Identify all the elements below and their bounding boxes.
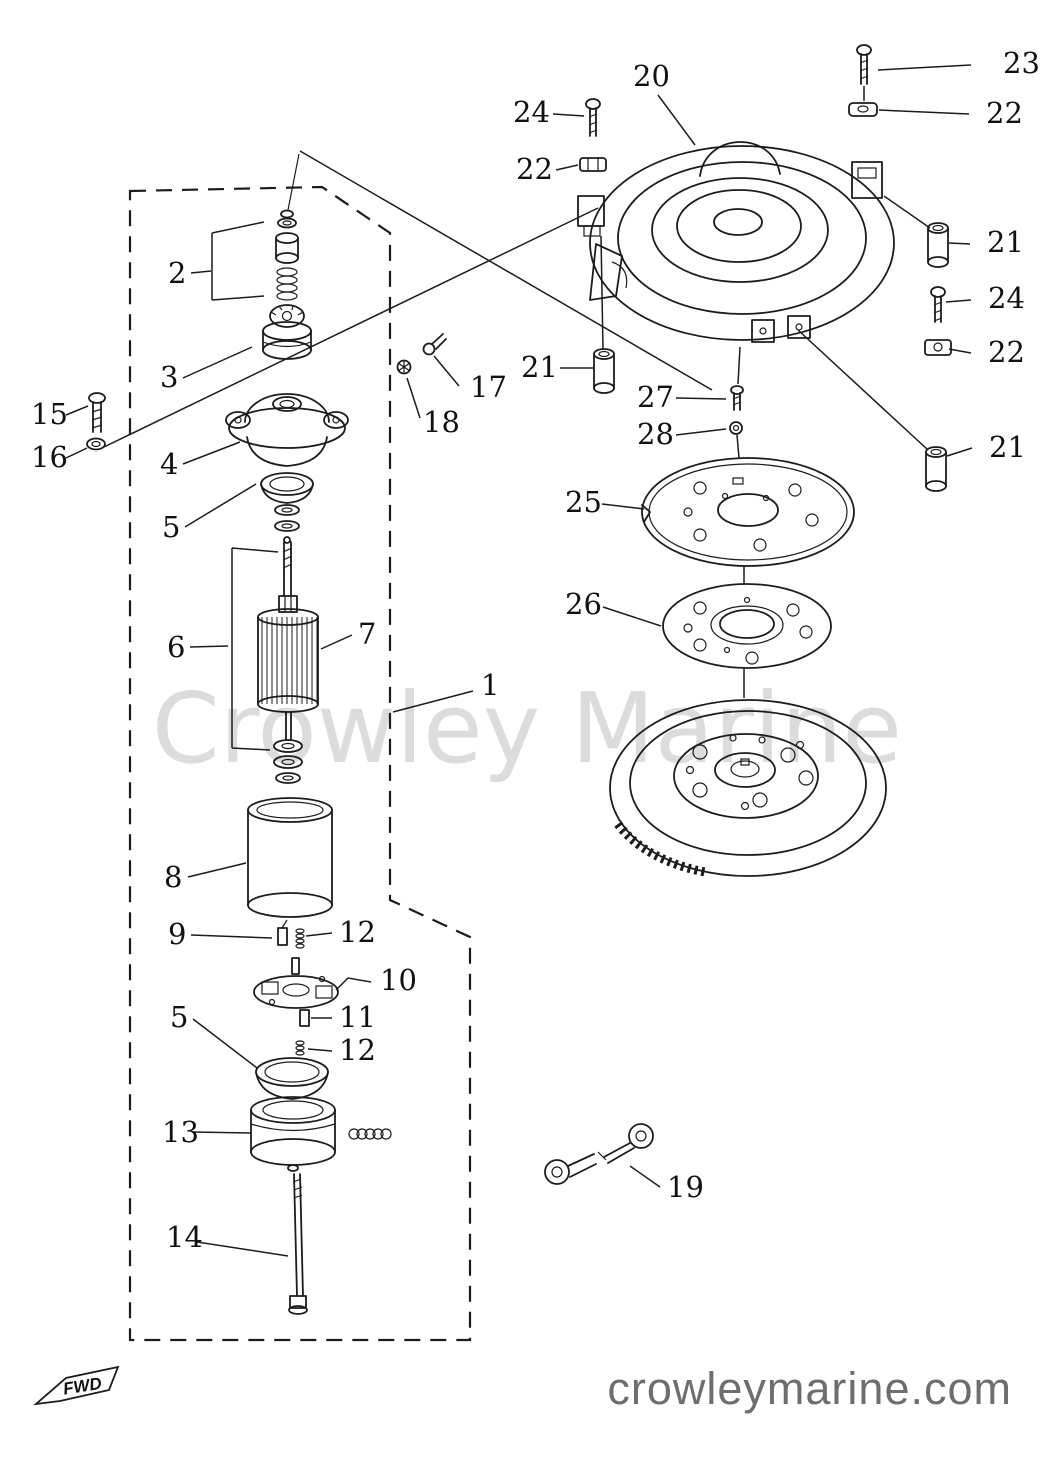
footer-site-text: crowleymarine.com — [607, 1363, 1012, 1414]
leader-line-24 — [945, 299, 972, 303]
leader-line-22 — [948, 348, 972, 354]
leader-line-12 — [307, 1048, 333, 1052]
leader-line-2 — [190, 270, 212, 274]
callout-25: 25 — [565, 485, 602, 519]
mount-bolt-and-washer-drawing — [86, 392, 106, 451]
magneto-base-plate-drawing — [641, 457, 855, 567]
callout-6: 6 — [167, 630, 185, 664]
callout-20: 20 — [633, 59, 670, 93]
leader-line-8 — [187, 862, 247, 878]
leader-line-3 — [182, 346, 253, 379]
callout-21: 21 — [521, 350, 558, 384]
starter-motor-drawing — [211, 153, 392, 1315]
leader-line-7 — [320, 634, 353, 650]
callout-3: 3 — [160, 360, 178, 394]
callout-28: 28 — [637, 417, 674, 451]
leader-line-1 — [392, 690, 474, 713]
cover-fasteners-drawing — [579, 44, 952, 698]
leader-line-4 — [182, 441, 241, 465]
lead-wires-drawing — [544, 1123, 654, 1185]
leader-line-21 — [946, 447, 973, 457]
leader-line-19 — [629, 1165, 661, 1188]
callout-9: 9 — [168, 917, 186, 951]
leader-line-16 — [65, 447, 88, 459]
callout-18: 18 — [423, 405, 460, 439]
callout-2: 2 — [168, 256, 186, 290]
callout-14: 14 — [166, 1220, 203, 1254]
callout-12: 12 — [339, 1033, 376, 1067]
fwd-arrow: FWD — [33, 1365, 120, 1406]
leader-line-21 — [948, 242, 971, 245]
leader-line-22 — [878, 109, 970, 115]
leader-line-17 — [433, 355, 460, 387]
leader-line-14 — [196, 1241, 289, 1257]
leader-line-9 — [190, 934, 273, 939]
reference-lines — [103, 150, 931, 451]
leader-line-5 — [192, 1018, 258, 1069]
callout-16: 16 — [31, 440, 68, 474]
callout-13: 13 — [162, 1115, 199, 1149]
callout-22: 22 — [516, 152, 553, 186]
leader-line-20 — [657, 94, 696, 146]
leader-line-26 — [602, 606, 662, 627]
screw-and-lock-washer-drawing — [396, 333, 447, 375]
callout-27: 27 — [637, 380, 674, 414]
leader-line-24 — [552, 113, 585, 117]
flywheel-cover-drawing — [577, 141, 895, 343]
callout-11: 11 — [339, 1000, 376, 1034]
callout-24: 24 — [988, 281, 1025, 315]
callout-4: 4 — [160, 447, 178, 481]
callout-21: 21 — [989, 430, 1026, 464]
gasket-plate-drawing — [662, 583, 832, 669]
leader-line-22 — [555, 164, 579, 171]
callout-8: 8 — [164, 860, 182, 894]
leader-line-15 — [65, 405, 89, 416]
callout-22: 22 — [986, 96, 1023, 130]
callout-10: 10 — [380, 963, 417, 997]
leader-line-6 — [189, 645, 229, 648]
callout-leader-lines — [65, 64, 973, 1257]
leader-line-13 — [191, 1131, 252, 1134]
callout-5: 5 — [162, 510, 180, 544]
callout-24: 24 — [513, 95, 550, 129]
callout-21: 21 — [987, 225, 1024, 259]
callout-1: 1 — [481, 668, 499, 702]
callout-5: 5 — [170, 1000, 188, 1034]
callout-23: 23 — [1003, 46, 1040, 80]
leader-line-28 — [675, 428, 727, 436]
leader-line-23 — [877, 64, 972, 71]
callout-19: 19 — [667, 1170, 704, 1204]
leader-line-25 — [601, 503, 645, 510]
callout-7: 7 — [358, 617, 376, 651]
leader-line-12 — [305, 932, 333, 937]
callout-12: 12 — [339, 915, 376, 949]
leader-line-5 — [184, 483, 257, 528]
callout-26: 26 — [565, 587, 602, 621]
leader-line-18 — [406, 377, 421, 419]
callout-22: 22 — [988, 335, 1025, 369]
callout-17: 17 — [470, 370, 507, 404]
leader-line-27 — [675, 397, 727, 400]
flywheel-rotor-drawing — [609, 699, 887, 877]
callout-15: 15 — [31, 397, 68, 431]
